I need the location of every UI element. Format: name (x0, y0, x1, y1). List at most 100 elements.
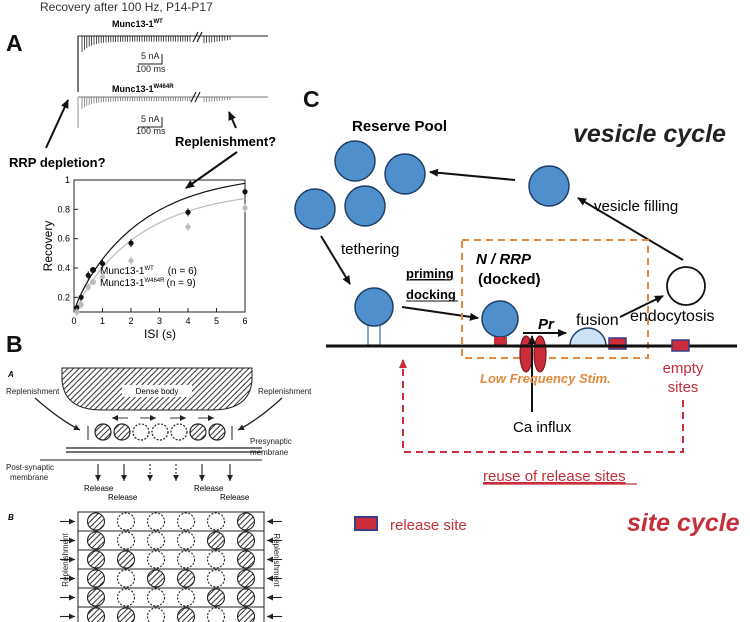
replenishment-right: Replenishment (258, 387, 312, 396)
tethering-label: tethering (341, 241, 399, 258)
empty-sites-label-1: empty (663, 360, 704, 377)
grid-vesicle (206, 588, 226, 607)
grid-vesicle (86, 588, 106, 607)
q-depletion: RRP depletion? (9, 155, 106, 170)
trace-mut-label: Munc13-1W464R (112, 84, 174, 94)
reserve-vesicle (294, 188, 336, 230)
panel-a-label: A (6, 30, 23, 56)
fusion-release-site (608, 337, 627, 350)
grid-vesicle (236, 588, 256, 607)
panel-b-sub-b: B (8, 513, 14, 522)
arrow-endocytosis (619, 295, 664, 318)
grid-vesicle (86, 512, 106, 531)
presynaptic-label: Presynaptic (250, 437, 292, 446)
grid-vesicle (176, 569, 196, 588)
reuse-label: reuse of release sites (483, 468, 626, 485)
x-tick-label: 6 (242, 316, 247, 326)
svg-text:100 ms: 100 ms (136, 64, 166, 74)
docking-label: docking (406, 287, 456, 302)
fit-curve (75, 182, 246, 306)
fit-curve (75, 198, 246, 310)
chart-xlabel: ISI (s) (144, 327, 176, 341)
side-replenishment-right: Replenishment (272, 533, 281, 587)
docked-release-site (494, 337, 507, 346)
docked-vesicle (481, 300, 519, 338)
ca-channel (519, 335, 533, 373)
grid-vesicle (146, 550, 166, 569)
vesicle (170, 423, 188, 441)
grid-vesicle (176, 550, 196, 569)
reuse-loop-arrow (399, 359, 684, 453)
grid-vesicle (176, 607, 196, 622)
release-label: Release (194, 484, 224, 493)
release-site-legend-label: release site (390, 517, 467, 534)
tether (367, 324, 381, 346)
vesicle (132, 423, 150, 441)
fusing-vesicle (569, 327, 607, 347)
data-point (128, 258, 134, 264)
data-point (85, 272, 91, 278)
y-tick-label: 0.2 (57, 292, 70, 302)
arrow-depletion (45, 99, 69, 149)
low-freq-label: Low Frequency Stim. (480, 371, 611, 386)
x-tick-label: 1 (100, 316, 105, 326)
panel-a: A Recovery after 100 Hz, P14-P17 Munc13-… (6, 0, 276, 341)
grid-frame (77, 511, 265, 622)
svg-text:5 nA: 5 nA (141, 114, 160, 124)
svg-text:membrane: membrane (250, 448, 289, 457)
arrow-tethering (320, 235, 351, 285)
vesicle-grid (60, 511, 282, 622)
arrow-replenishment-chart (185, 151, 238, 189)
reserve-vesicle (334, 140, 376, 182)
endocytosis-label: endocytosis (630, 308, 715, 325)
trace-mut (78, 96, 268, 109)
grid-vesicle (236, 607, 256, 622)
ca-channel (533, 335, 547, 373)
arrow-replenishment-up (228, 111, 237, 129)
legend-mut: Munc13-1W464R(n = 9) (100, 278, 196, 289)
vesicle-row (87, 415, 233, 441)
release-label: Release (108, 493, 138, 502)
panel-b-sub-a: A (7, 370, 14, 379)
svg-text:membrane: membrane (10, 473, 49, 482)
trace-wt-label: Munc13-1WT (112, 19, 163, 29)
data-point (78, 302, 84, 308)
break-mark-wt (192, 31, 203, 43)
vesicle (151, 423, 169, 441)
data-point (74, 309, 80, 315)
arrow-to-reserve (429, 168, 516, 181)
grid-vesicle (116, 588, 136, 607)
grid-vesicle (116, 512, 136, 531)
reserve-vesicle (384, 153, 426, 195)
grid-vesicle (236, 550, 256, 569)
y-tick-label: 1 (65, 175, 70, 185)
y-tick-label: 0.4 (57, 263, 70, 273)
docked-label: (docked) (478, 271, 541, 288)
empty-sites-label-2: sites (668, 379, 699, 396)
release-label: Release (84, 484, 114, 493)
grid-vesicle (146, 512, 166, 531)
grid-vesicle (86, 569, 106, 588)
grid-vesicle (86, 531, 106, 550)
grid-vesicle (206, 550, 226, 569)
grid-vesicle (146, 569, 166, 588)
data-point (242, 205, 248, 211)
data-point (78, 294, 84, 300)
data-point (185, 209, 191, 215)
data-point (242, 189, 248, 195)
grid-vesicle (146, 588, 166, 607)
pr-label: Pr (538, 316, 555, 333)
panel-b-label: B (6, 331, 23, 357)
refilled-vesicle (528, 165, 570, 207)
break-mark-mut (190, 91, 201, 103)
grid-vesicle (236, 531, 256, 550)
data-point (99, 274, 106, 280)
grid-vesicle (236, 569, 256, 588)
site-cycle-title: site cycle (627, 509, 740, 537)
grid-vesicle (116, 607, 136, 622)
ca-influx-label: Ca influx (513, 419, 572, 436)
priming-label: priming (406, 266, 454, 281)
fusion-label: fusion (576, 312, 619, 329)
